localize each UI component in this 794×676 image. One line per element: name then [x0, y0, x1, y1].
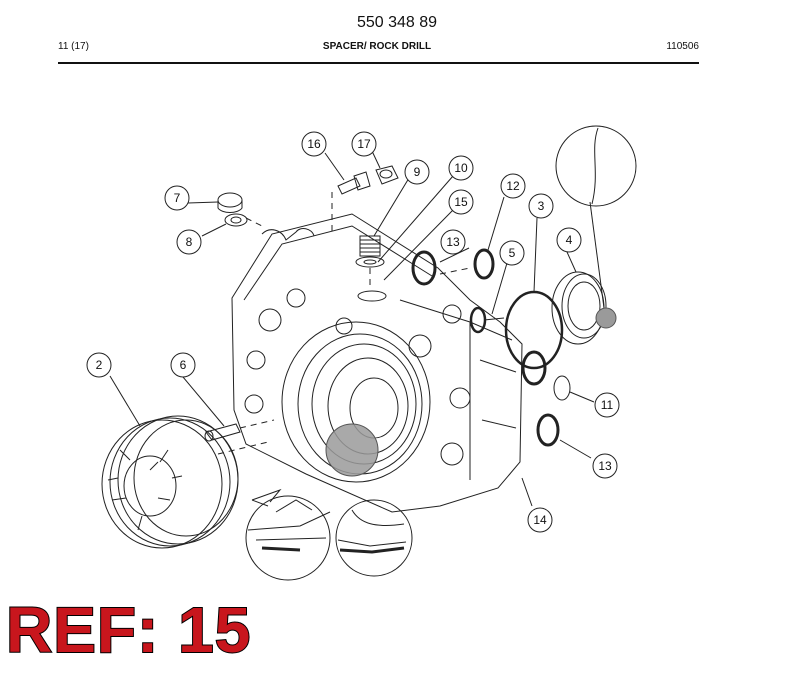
part-3-o-ring-small — [521, 350, 547, 386]
callout-4: 4 — [566, 233, 573, 247]
callout-13-upper: 13 — [446, 235, 460, 249]
callout-13-lower: 13 — [598, 459, 612, 473]
ref-label: REF: 15 — [5, 594, 252, 666]
part-16-nipple — [331, 171, 371, 232]
spacer-housing — [231, 213, 523, 513]
page-title: SPACER/ ROCK DRILL — [322, 41, 432, 52]
part-6-pin — [204, 419, 275, 442]
part-13-o-ring-lower — [536, 413, 560, 447]
callout-11: 11 — [601, 398, 614, 412]
callout-15: 15 — [454, 195, 468, 209]
part-5-o-ring — [469, 306, 487, 334]
callout-14-circle — [527, 507, 553, 533]
callout-8: 8 — [186, 235, 193, 249]
callout-7-circle — [164, 185, 190, 211]
callout-15-circle — [448, 189, 474, 215]
callout-11-circle — [594, 392, 620, 418]
callout-17-circle — [351, 131, 377, 157]
part-8-washer — [224, 213, 248, 227]
callout-5-circle — [499, 240, 525, 266]
callout-4-circle — [556, 227, 582, 253]
date-code: 110506 — [666, 41, 699, 52]
part-12-o-ring — [473, 248, 495, 280]
detail-view-left — [245, 495, 331, 581]
callout-10-circle — [448, 155, 474, 181]
callout-7: 7 — [174, 191, 181, 205]
callout-6-circle — [170, 352, 196, 378]
document-number: 550 348 89 — [356, 14, 438, 31]
callout-8-circle — [176, 229, 202, 255]
part-15-washer — [355, 256, 385, 268]
callout-9: 9 — [414, 165, 421, 179]
callout-16-circle — [301, 131, 327, 157]
callout-13a-circle — [440, 229, 466, 255]
callout-10: 10 — [454, 161, 468, 175]
callout-13b-circle — [592, 453, 618, 479]
callout-5: 5 — [509, 246, 516, 260]
header-rule — [58, 62, 699, 64]
part-9-threaded-plug — [359, 235, 381, 257]
page-number: 11 (17) — [58, 41, 89, 52]
callout-2-circle — [86, 352, 112, 378]
highlight-spot-bore — [325, 423, 379, 477]
detail-zoom-bubble — [555, 125, 637, 309]
callout-3-circle — [528, 193, 554, 219]
callout-12-circle — [500, 173, 526, 199]
part-2-cover — [101, 415, 239, 549]
callout-9-circle — [404, 159, 430, 185]
part-17-cap — [375, 165, 399, 185]
callout-17: 17 — [357, 137, 371, 151]
callout-2: 2 — [96, 358, 103, 372]
part-3-o-ring-large — [504, 290, 564, 370]
callout-14: 14 — [533, 513, 547, 527]
part-11-backup-ring — [553, 375, 571, 401]
callout-3: 3 — [538, 199, 545, 213]
part-4-bushing — [551, 271, 607, 345]
callout-12: 12 — [506, 179, 520, 193]
detail-view-right — [335, 499, 413, 577]
part-7-plug — [217, 192, 243, 213]
callout-6: 6 — [180, 358, 187, 372]
part-13-o-ring-upper — [411, 250, 437, 286]
callout-16: 16 — [307, 137, 321, 151]
highlight-spot-bushing — [595, 307, 617, 329]
